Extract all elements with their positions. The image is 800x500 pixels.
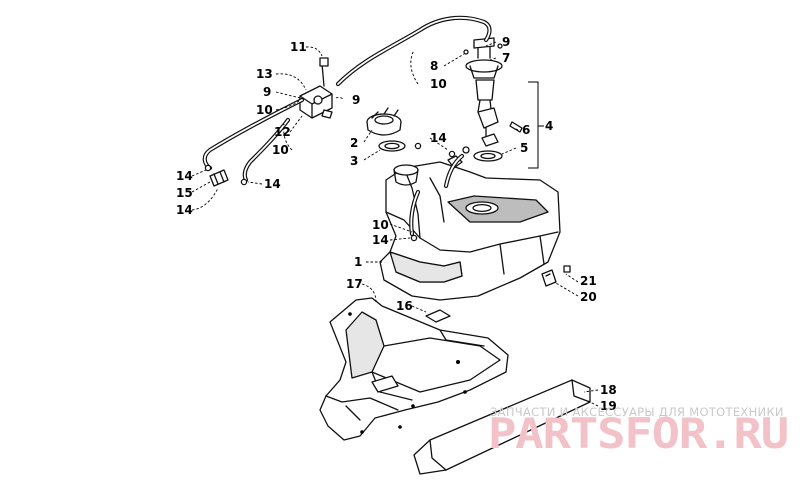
cap-gasket [378,140,406,152]
callout-2: 2 [350,136,358,150]
callout-7: 7 [502,51,510,65]
watermark-brand: PARTSFOR.RU [488,409,788,458]
callout-3: 3 [350,154,358,168]
callout-5: 5 [520,141,528,155]
skid-plate [319,297,509,441]
leader-lines [191,41,599,407]
callout-10-tank: 10 [372,218,389,232]
side-panel [413,379,591,475]
callout-9-right: 9 [352,93,360,107]
callout-10-tank-hose: 10 [430,77,447,91]
callout-18: 18 [600,383,617,397]
fuel-hoses [202,15,492,242]
callout-14-vent: 14 [430,131,447,145]
callout-9-valve: 9 [263,85,271,99]
fuel-tank [379,155,561,301]
callout-19: 19 [600,399,617,413]
callout-20: 20 [580,290,597,304]
callout-9-gauge: 9 [502,35,510,49]
callout-8: 8 [430,59,438,73]
callout-15: 15 [176,186,193,200]
watermark-tagline: ЗАПЧАСТИ И АКСЕССУАРЫ ДЛЯ МОТОТЕХНИКИ [490,405,784,419]
callout-14-tank: 14 [372,233,389,247]
callout-1: 1 [354,255,362,269]
mounting-bracket [541,265,571,287]
callout-17: 17 [346,277,363,291]
callout-16: 16 [396,299,413,313]
callout-6: 6 [522,123,530,137]
callout-14-top: 14 [176,169,193,183]
fuel-cap [366,107,402,136]
callout-13: 13 [256,67,273,81]
callout-10-upper: 10 [256,103,273,117]
callout-labels: 11 13 9 10 9 12 10 14 15 14 14 9 8 7 10 … [176,35,617,413]
callout-11: 11 [290,40,307,54]
callout-14-hose: 14 [264,177,281,191]
callout-10-lower: 10 [272,143,289,157]
callout-14-bottom: 14 [176,203,193,217]
watermark: ЗАПЧАСТИ И АКСЕССУАРЫ ДЛЯ МОТОТЕХНИКИ PA… [488,405,789,458]
fuel-gauge-assembly [463,37,544,169]
fuel-valve [299,57,333,119]
callout-21: 21 [580,274,597,288]
foam-pad [425,309,451,323]
callout-12: 12 [274,125,291,139]
callout-4: 4 [545,119,553,133]
